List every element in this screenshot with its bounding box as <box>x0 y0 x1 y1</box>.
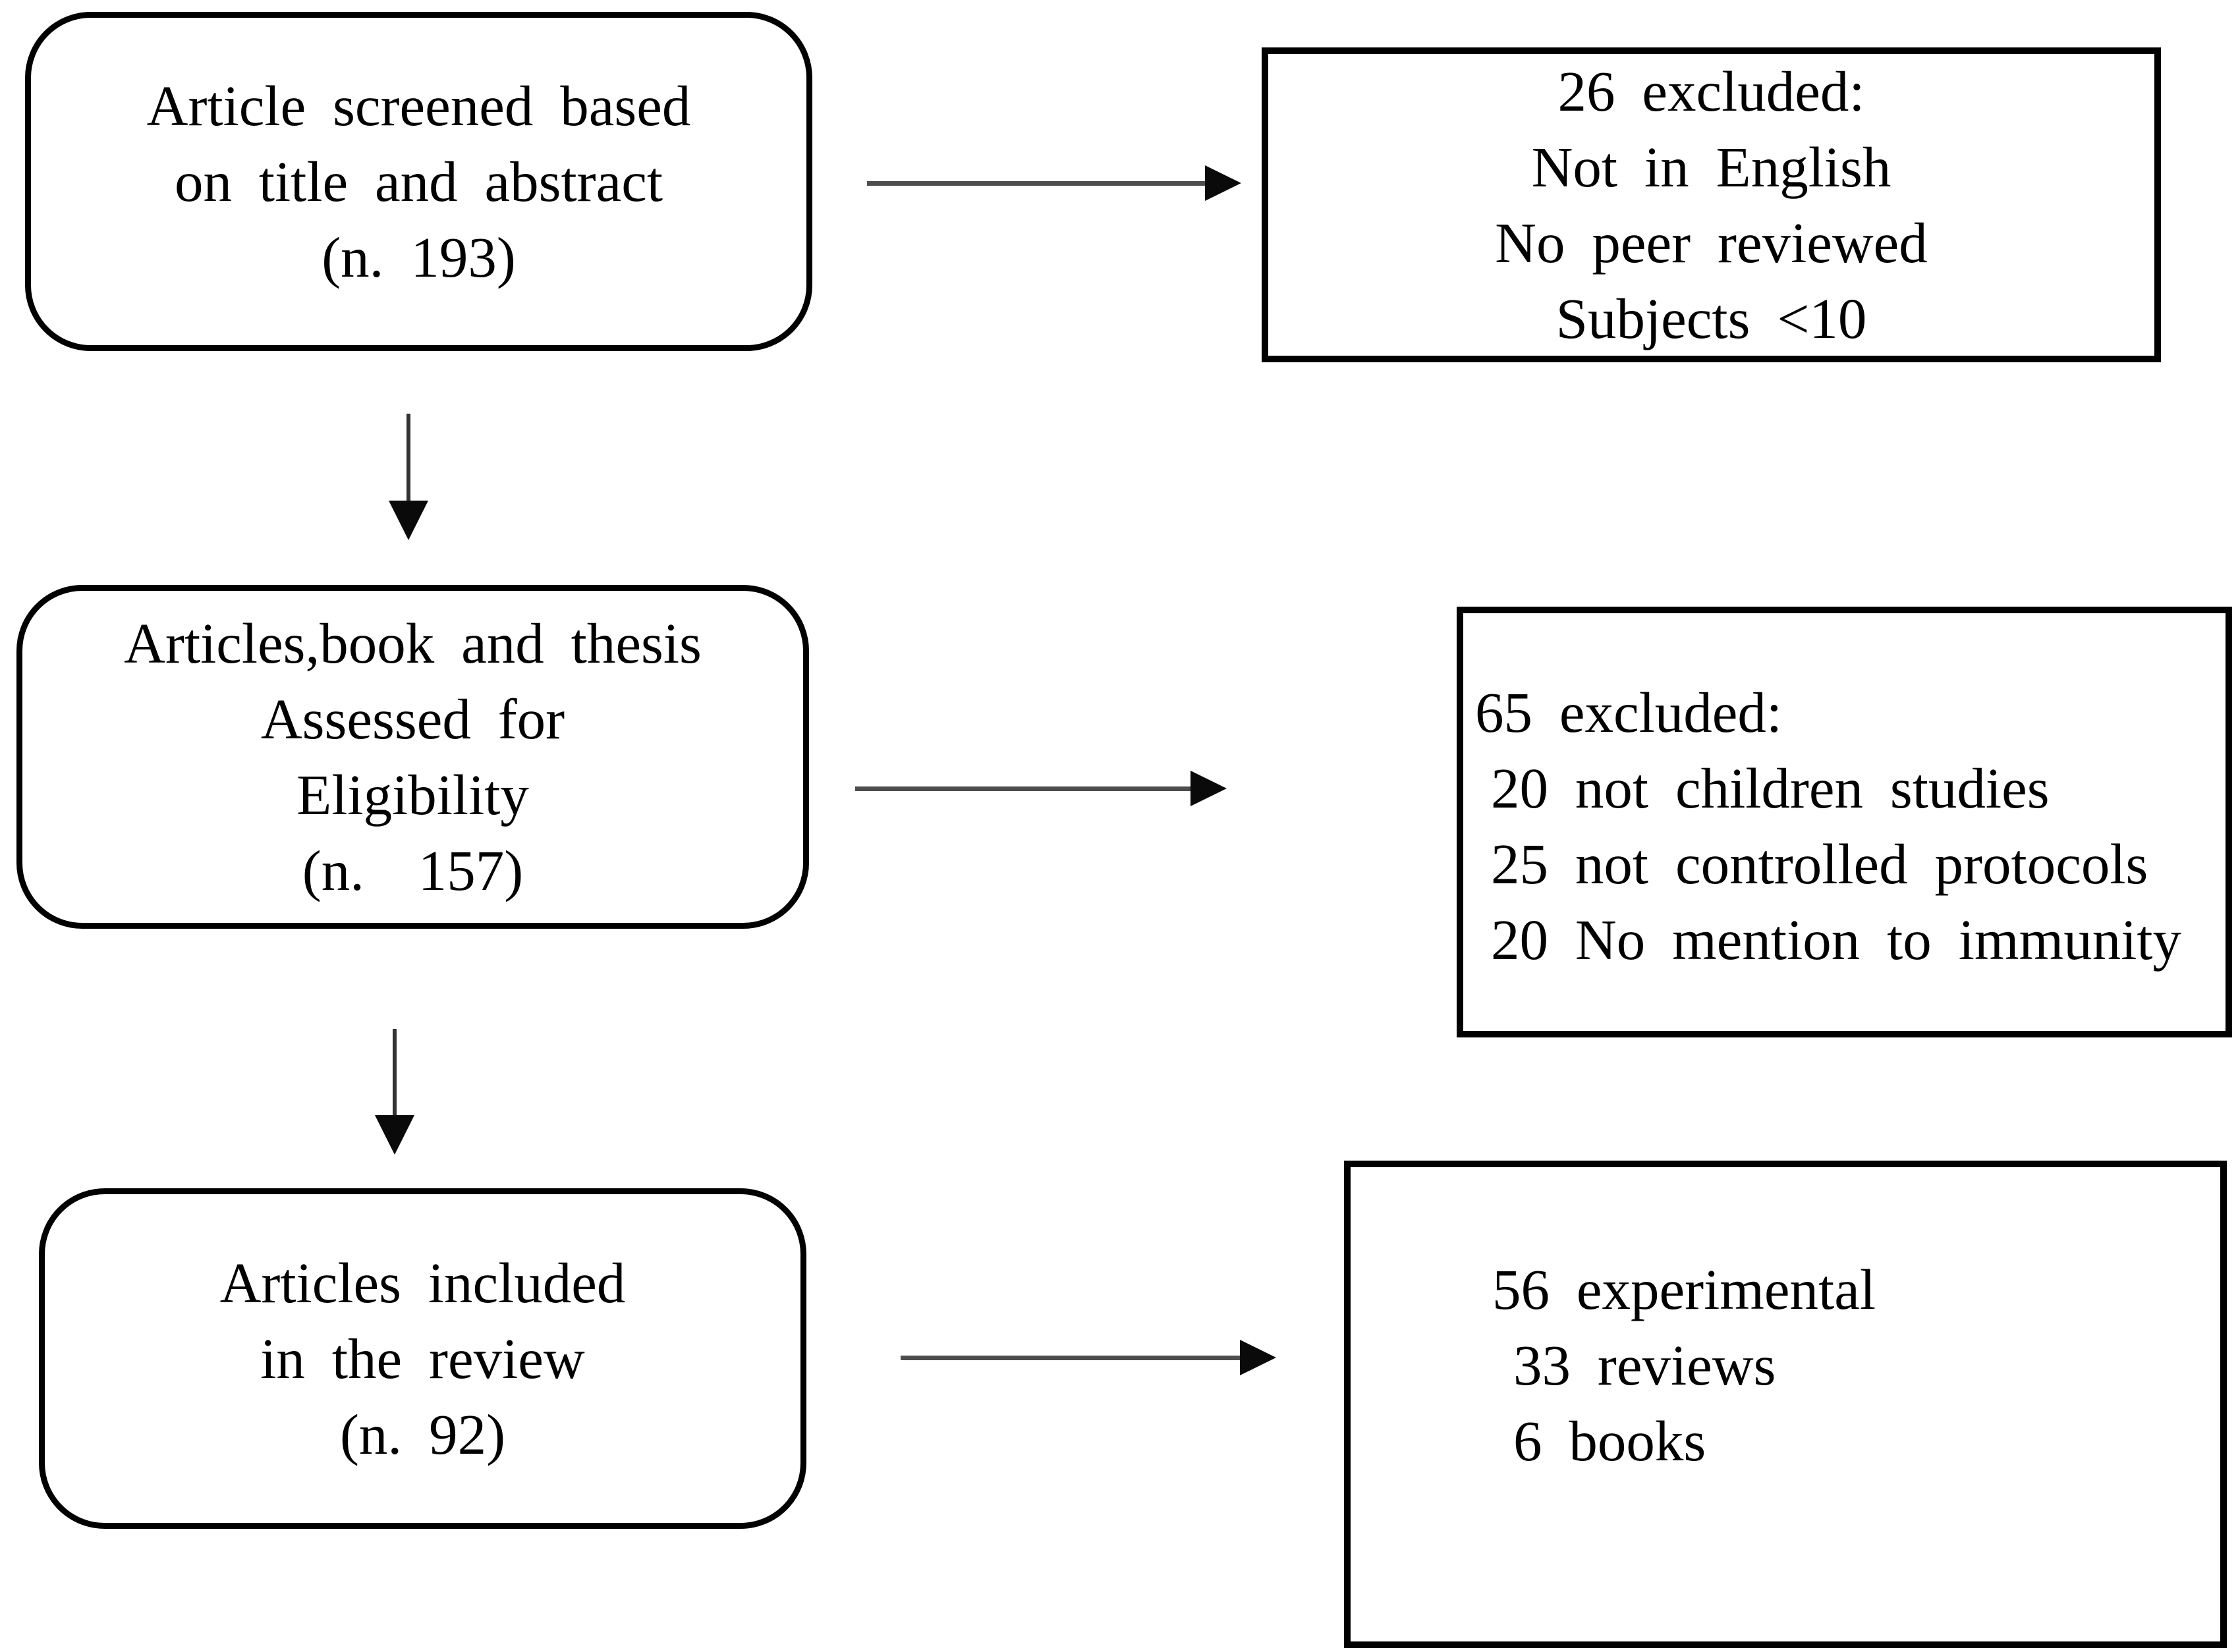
arrowhead-right-icon <box>1190 771 1227 806</box>
box-text-line: (n. 92) <box>339 1402 506 1466</box>
box-text-line: in the review <box>260 1327 585 1390</box>
box-text-line: 65 excluded: <box>1475 680 1783 744</box>
box-text-line: Articles included <box>219 1251 626 1315</box>
arrow-shaft <box>855 786 1190 791</box>
flow-box-included: Articles included in the review (n. 92) <box>39 1188 806 1529</box>
box-text-line: on title and abstract <box>174 150 663 213</box>
arrow-included-to-breakdown <box>901 1340 1276 1375</box>
arrow-shaft <box>393 1029 397 1115</box>
box-text-line: (n. 157) <box>302 839 524 902</box>
box-text-line: 33 reviews <box>1513 1333 1776 1397</box>
flow-box-assessed: Articles,book and thesis Assessed for El… <box>16 585 809 929</box>
arrowhead-right-icon <box>1240 1340 1276 1375</box>
flow-box-included-breakdown: 56 experimental 33 reviews 6 books <box>1344 1161 2227 1648</box>
box-text-line: Not in English <box>1531 135 1891 199</box>
box-text-line: 6 books <box>1513 1409 1706 1473</box>
box-text-line: 25 not controlled protocols <box>1491 832 2148 896</box>
arrow-screened-to-assessed <box>389 414 428 540</box>
arrowhead-right-icon <box>1205 165 1241 201</box>
box-text-line: 20 not children studies <box>1491 756 2050 820</box>
arrow-shaft <box>406 414 410 501</box>
box-text-line: No peer reviewed <box>1495 211 1928 275</box>
box-text-line: 56 experimental <box>1492 1257 1876 1321</box>
box-text-line: Articles,book and thesis <box>124 611 702 675</box>
arrow-shaft <box>901 1356 1240 1360</box>
arrow-assessed-to-included <box>375 1029 414 1155</box>
arrow-assessed-to-excluded <box>855 771 1227 806</box>
arrow-screened-to-excluded <box>867 165 1241 201</box>
flow-box-screened: Article screened based on title and abst… <box>25 12 812 351</box>
box-text-line: 26 excluded: <box>1557 59 1865 123</box>
arrow-shaft <box>867 181 1205 186</box>
arrowhead-down-icon <box>375 1115 414 1155</box>
box-text-line: Subjects <10 <box>1555 287 1867 350</box>
arrowhead-down-icon <box>389 501 428 540</box>
flow-box-excluded-eligibility: 65 excluded: 20 not children studies 25 … <box>1457 607 2232 1037</box>
box-text-line: Eligibility <box>296 763 529 827</box>
box-text-line: Article screened based <box>146 74 691 138</box>
flow-box-excluded-title-abstract: 26 excluded: Not in English No peer revi… <box>1262 47 2161 362</box>
box-text-line: 20 No mention to immunity <box>1491 908 2182 972</box>
box-text-line: Assessed for <box>260 687 565 751</box>
box-text-line: (n. 193) <box>322 225 516 289</box>
